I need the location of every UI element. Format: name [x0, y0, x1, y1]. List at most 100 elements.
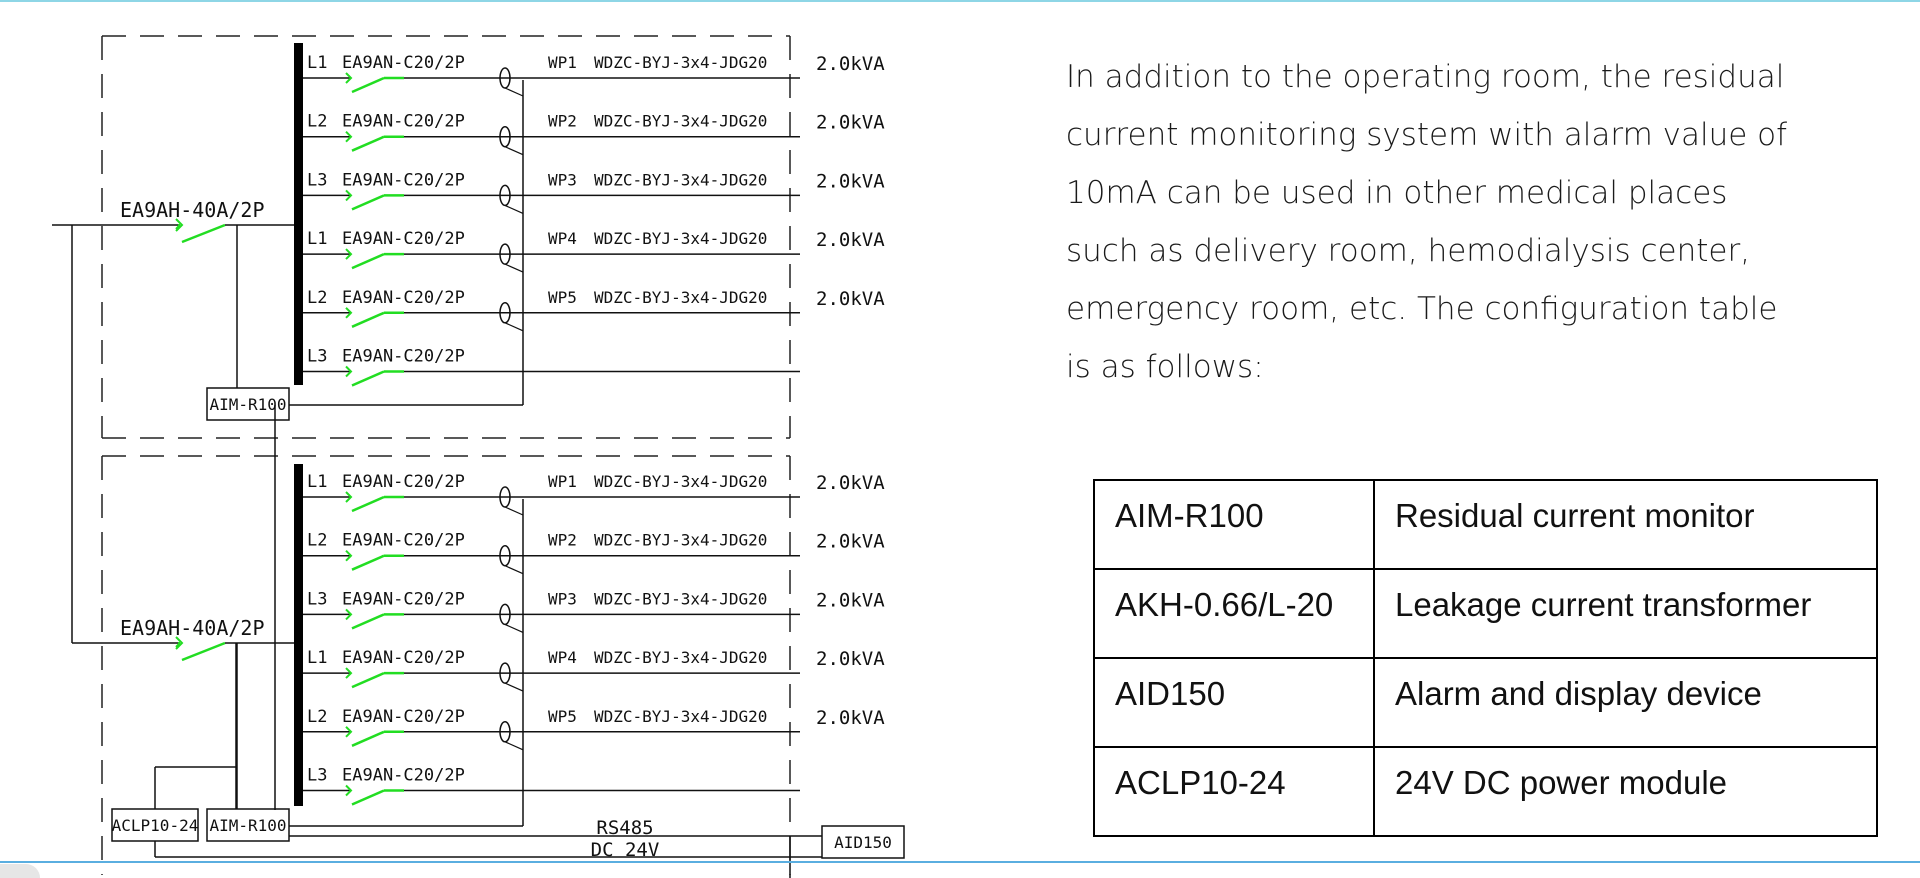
load-label: 2.0kVA: [816, 531, 885, 553]
breaker-symbol: [351, 311, 385, 328]
breaker-symbol: [345, 667, 353, 679]
alarm-device-box: [821, 825, 905, 859]
breaker-symbol: [345, 365, 353, 378]
circuit-breaker-label: EA9AN-C20/2P: [342, 347, 465, 367]
wp-label: WP2: [548, 112, 577, 131]
breaker-symbol: [351, 252, 385, 270]
wp-label: WP4: [548, 648, 577, 667]
breaker-symbol: [351, 370, 385, 387]
circuit-breaker-label: EA9AN-C20/2P: [342, 229, 465, 249]
sense-wire: [504, 623, 524, 633]
alarm-device-label: AID150: [834, 833, 892, 852]
breaker-symbol: [351, 135, 385, 152]
phase-label: L3: [307, 347, 327, 367]
phase-label: L3: [307, 170, 327, 190]
component-description: 24V DC power module: [1373, 746, 1878, 837]
wp-label: WP3: [548, 170, 577, 189]
cable-label: WDZC-BYJ-3x4-JDG20: [594, 170, 767, 189]
circuit-breaker-label: EA9AN-C20/2P: [342, 766, 465, 786]
top-border-line: [0, 0, 1920, 2]
sense-wire: [504, 263, 524, 273]
breaker-symbol: [345, 608, 353, 621]
bus-bar: [294, 464, 303, 806]
main-breaker-label: EA9AH-40A/2P: [120, 198, 265, 222]
power-module-label: ACLP10-24: [112, 816, 199, 835]
breaker-symbol: [345, 784, 353, 797]
monitor-label: AIM-R100: [209, 816, 286, 835]
load-label: 2.0kVA: [816, 707, 885, 729]
power-label: DC 24V: [591, 839, 660, 861]
wp-label: WP3: [548, 589, 577, 608]
main-breaker-label: EA9AH-40A/2P: [120, 616, 265, 640]
load-label: 2.0kVA: [816, 170, 885, 192]
sense-wire: [504, 322, 524, 332]
circuit-breaker-label: EA9AN-C20/2P: [342, 707, 465, 727]
cable-label: WDZC-BYJ-3x4-JDG20: [594, 707, 767, 726]
breaker-symbol: [351, 76, 385, 94]
component-description: Residual current monitor: [1373, 479, 1878, 570]
wp-label: WP4: [548, 229, 577, 248]
breaker-symbol: [345, 549, 353, 562]
breaker-symbol: [345, 307, 353, 319]
sense-wire: [504, 204, 524, 214]
circuit-breaker-label: EA9AN-C20/2P: [342, 589, 465, 609]
monitor-label: AIM-R100: [209, 395, 286, 414]
cable-label: WDZC-BYJ-3x4-JDG20: [594, 288, 767, 307]
load-label: 2.0kVA: [816, 648, 885, 670]
circuit-breaker-label: EA9AN-C20/2P: [342, 53, 465, 73]
breaker-symbol: [345, 491, 353, 503]
wp-label: WP5: [548, 707, 577, 726]
load-label: 2.0kVA: [816, 53, 885, 75]
load-label: 2.0kVA: [816, 288, 885, 310]
circuit-breaker-label: EA9AN-C20/2P: [342, 112, 465, 132]
load-label: 2.0kVA: [816, 589, 885, 611]
breaker-symbol: [345, 726, 353, 738]
cable-label: WDZC-BYJ-3x4-JDG20: [594, 229, 767, 248]
load-label: 2.0kVA: [816, 112, 885, 134]
breaker-symbol: [351, 671, 385, 689]
breaker-symbol: [181, 223, 226, 244]
phase-label: L2: [307, 112, 327, 132]
circuit-breaker-label: EA9AN-C20/2P: [342, 531, 465, 551]
breaker-symbol: [345, 189, 353, 202]
breaker-symbol: [351, 789, 385, 806]
phase-label: L3: [307, 766, 327, 786]
sense-wire: [504, 146, 524, 156]
component-code: AID150: [1093, 657, 1375, 748]
phase-label: L1: [307, 472, 327, 492]
wp-label: WP5: [548, 288, 577, 307]
cable-label: WDZC-BYJ-3x4-JDG20: [594, 648, 767, 667]
load-label: 2.0kVA: [816, 229, 885, 251]
wp-label: WP2: [548, 531, 577, 550]
component-description: Alarm and display device: [1373, 657, 1878, 748]
circuit-breaker-label: EA9AN-C20/2P: [342, 648, 465, 668]
phase-label: L1: [307, 229, 327, 249]
breaker-symbol: [345, 130, 353, 143]
phase-label: L2: [307, 288, 327, 308]
phase-label: L2: [307, 531, 327, 551]
breaker-symbol: [175, 218, 184, 232]
sense-wire: [504, 682, 524, 692]
monitor-box: [206, 808, 290, 842]
component-code: AKH-0.66/L-20: [1093, 568, 1375, 659]
component-description: Leakage current transformer: [1373, 568, 1878, 659]
cable-label: WDZC-BYJ-3x4-JDG20: [594, 531, 767, 550]
breaker-symbol: [345, 72, 353, 84]
wp-label: WP1: [548, 472, 577, 491]
component-code: ACLP10-24: [1093, 746, 1375, 837]
power-module-box: [111, 808, 199, 842]
wp-label: WP1: [548, 53, 577, 72]
breaker-symbol: [175, 636, 184, 650]
breaker-symbol: [351, 554, 385, 571]
breaker-symbol: [345, 248, 353, 260]
bottom-border-line: [0, 861, 1920, 863]
phase-label: L1: [307, 648, 327, 668]
corner-decoration: [0, 864, 40, 878]
breaker-symbol: [351, 730, 385, 747]
